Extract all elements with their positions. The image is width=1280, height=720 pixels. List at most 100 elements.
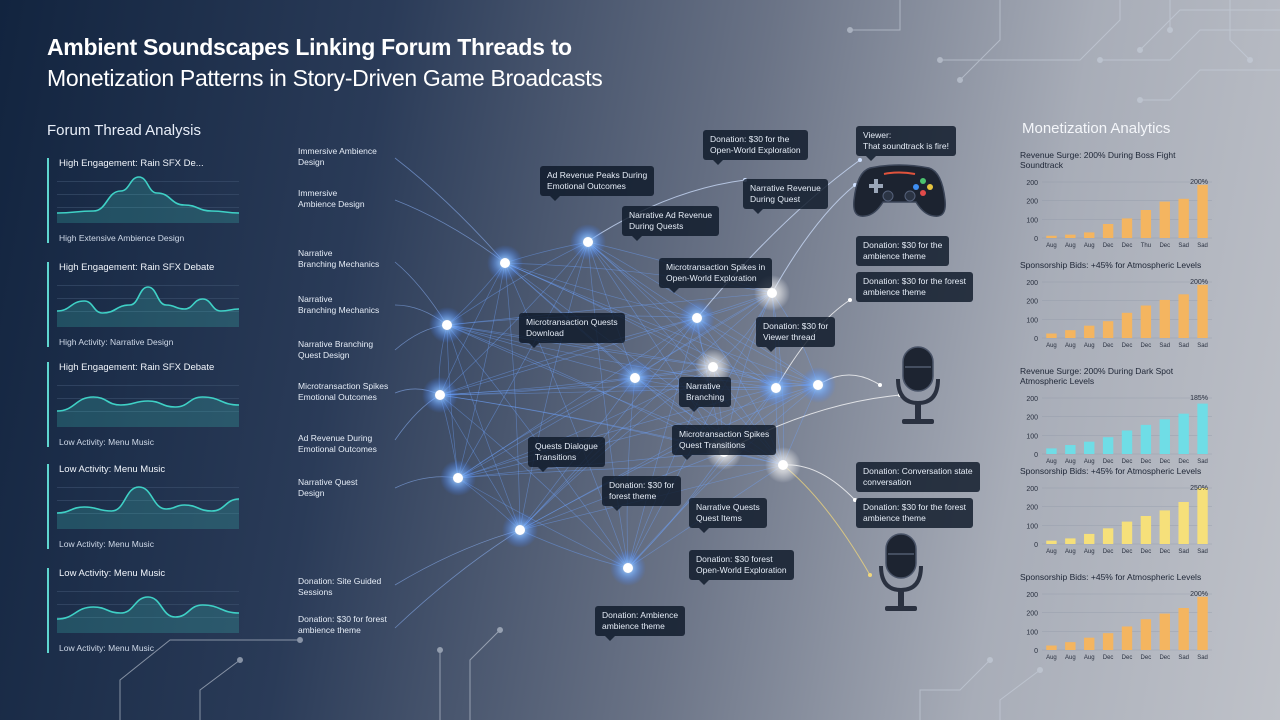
- x-tick-label: Aug: [1046, 549, 1057, 555]
- peak-label: 200%: [1190, 179, 1208, 186]
- network-node: [767, 288, 777, 298]
- right-label: Donation: $30 for the forest ambience th…: [856, 498, 974, 528]
- network-edge: [504, 262, 777, 389]
- center-label: Donation: $30 forest Open-World Explorat…: [689, 550, 794, 585]
- x-tick-label: Aug: [1046, 655, 1057, 661]
- bar: [1065, 330, 1076, 338]
- x-tick-label: Sad: [1178, 549, 1189, 555]
- label-connector: [394, 529, 521, 586]
- bar: [1121, 430, 1133, 454]
- x-tick-label: Sad: [1197, 459, 1208, 465]
- network-node: [583, 237, 593, 247]
- network-edge: [519, 387, 777, 531]
- right-label: Donation: $30 for the ambience theme: [856, 236, 950, 266]
- network-edge: [627, 387, 777, 569]
- x-tick-label: Dec: [1141, 655, 1152, 661]
- monetization-chart: Sponsorship Bids: +45% for Atmospheric L…: [1020, 572, 1220, 667]
- peak-label: 200%: [1190, 591, 1208, 598]
- y-tick-label: 200: [1026, 486, 1038, 493]
- bar: [1178, 198, 1189, 238]
- left-label: Narrative Branching Quest Design: [298, 339, 374, 360]
- x-tick-label: Aug: [1065, 243, 1076, 249]
- viewer-comment-bubble: Viewer: That soundtrack is fire!: [856, 126, 956, 161]
- flow-arrow: [589, 179, 746, 241]
- network-node: [623, 563, 633, 573]
- center-label: Narrative Ad Revenue During Quests: [622, 206, 720, 241]
- bar: [1084, 533, 1095, 544]
- x-tick-label: Aug: [1084, 459, 1095, 465]
- bar: [1102, 528, 1114, 544]
- flow-arrow: [771, 184, 856, 294]
- network-edge: [519, 241, 589, 531]
- x-tick-label: Dec: [1159, 549, 1170, 555]
- y-tick-label: 200: [1026, 199, 1038, 206]
- waveform-line: [57, 486, 239, 514]
- left-label: Immersive Ambience Design: [298, 188, 365, 209]
- x-tick-label: Aug: [1046, 343, 1057, 349]
- network-node: [708, 362, 718, 372]
- left-label: Narrative Quest Design: [298, 477, 358, 498]
- waveform-chart: [57, 486, 239, 529]
- x-tick-label: Aug: [1046, 459, 1057, 465]
- network-edge: [446, 324, 636, 379]
- network-edge: [457, 292, 773, 479]
- y-tick-label: 100: [1026, 217, 1038, 224]
- x-tick-label: Sad: [1197, 243, 1208, 249]
- y-tick-label: 200: [1026, 611, 1038, 618]
- forum-card-header: Low Activity: Menu Music: [59, 464, 166, 475]
- waveform-line: [57, 286, 239, 314]
- network-edge: [446, 324, 521, 531]
- bar: [1197, 284, 1208, 338]
- bar: [1159, 201, 1170, 238]
- waveform-chart: [57, 285, 239, 327]
- title-line-2: Monetization Patterns in Story-Driven Ga…: [47, 65, 603, 91]
- network-edge: [504, 262, 629, 569]
- forum-card-header: High Engagement: Rain SFX Debate: [59, 262, 215, 273]
- bar: [1159, 419, 1170, 454]
- x-tick-label: Dec: [1103, 243, 1114, 249]
- x-tick-label: Dec: [1159, 243, 1170, 249]
- waveform-chart: [57, 176, 239, 223]
- waveform-chart: [57, 385, 239, 427]
- y-tick-label: 0: [1034, 336, 1038, 343]
- bar: [1121, 312, 1133, 338]
- x-tick-label: Dec: [1103, 343, 1114, 349]
- center-label: Microtransaction Spikes in Open-World Ex…: [659, 258, 773, 293]
- network-edge: [587, 241, 777, 389]
- bar: [1197, 184, 1208, 238]
- forum-card-header: High Engagement: Rain SFX Debate: [59, 362, 215, 373]
- bar: [1178, 413, 1189, 454]
- bar: [1140, 305, 1152, 338]
- center-label: Microtransaction Quests Download: [519, 313, 625, 348]
- center-label: Narrative Revenue During Quest: [743, 179, 828, 214]
- bar: [1121, 218, 1133, 238]
- network-edge: [446, 324, 714, 368]
- x-tick-label: Dec: [1141, 343, 1152, 349]
- chart-title: Sponsorship Bids: +45% for Atmospheric L…: [1020, 260, 1202, 270]
- left-label: Donation: $30 for forest ambience theme: [298, 614, 387, 635]
- left-label: Narrative Branching Mechanics: [298, 248, 380, 269]
- bar: [1084, 325, 1095, 338]
- chart-title: Revenue Surge: 200% During Boss Fight So…: [1020, 150, 1176, 170]
- chart-title: Revenue Surge: 200% During Dark Spot Atm…: [1020, 366, 1174, 386]
- y-tick-label: 100: [1026, 433, 1038, 440]
- bar: [1046, 540, 1057, 544]
- center-label: Narrative Branching: [679, 377, 732, 412]
- y-tick-label: 100: [1026, 629, 1038, 636]
- bar: [1046, 333, 1057, 338]
- left-label: Narrative Branching Mechanics: [298, 294, 380, 315]
- network-edge: [504, 262, 521, 531]
- x-tick-label: Sad: [1178, 243, 1189, 249]
- network-edge: [439, 241, 589, 396]
- bar: [1197, 488, 1208, 544]
- center-label: Narrative Quests Quest Items: [689, 498, 767, 533]
- y-tick-label: 200: [1026, 505, 1038, 512]
- network-edge: [457, 317, 698, 479]
- bar: [1121, 626, 1133, 650]
- center-label: Donation: $30 for Viewer thread: [756, 317, 836, 352]
